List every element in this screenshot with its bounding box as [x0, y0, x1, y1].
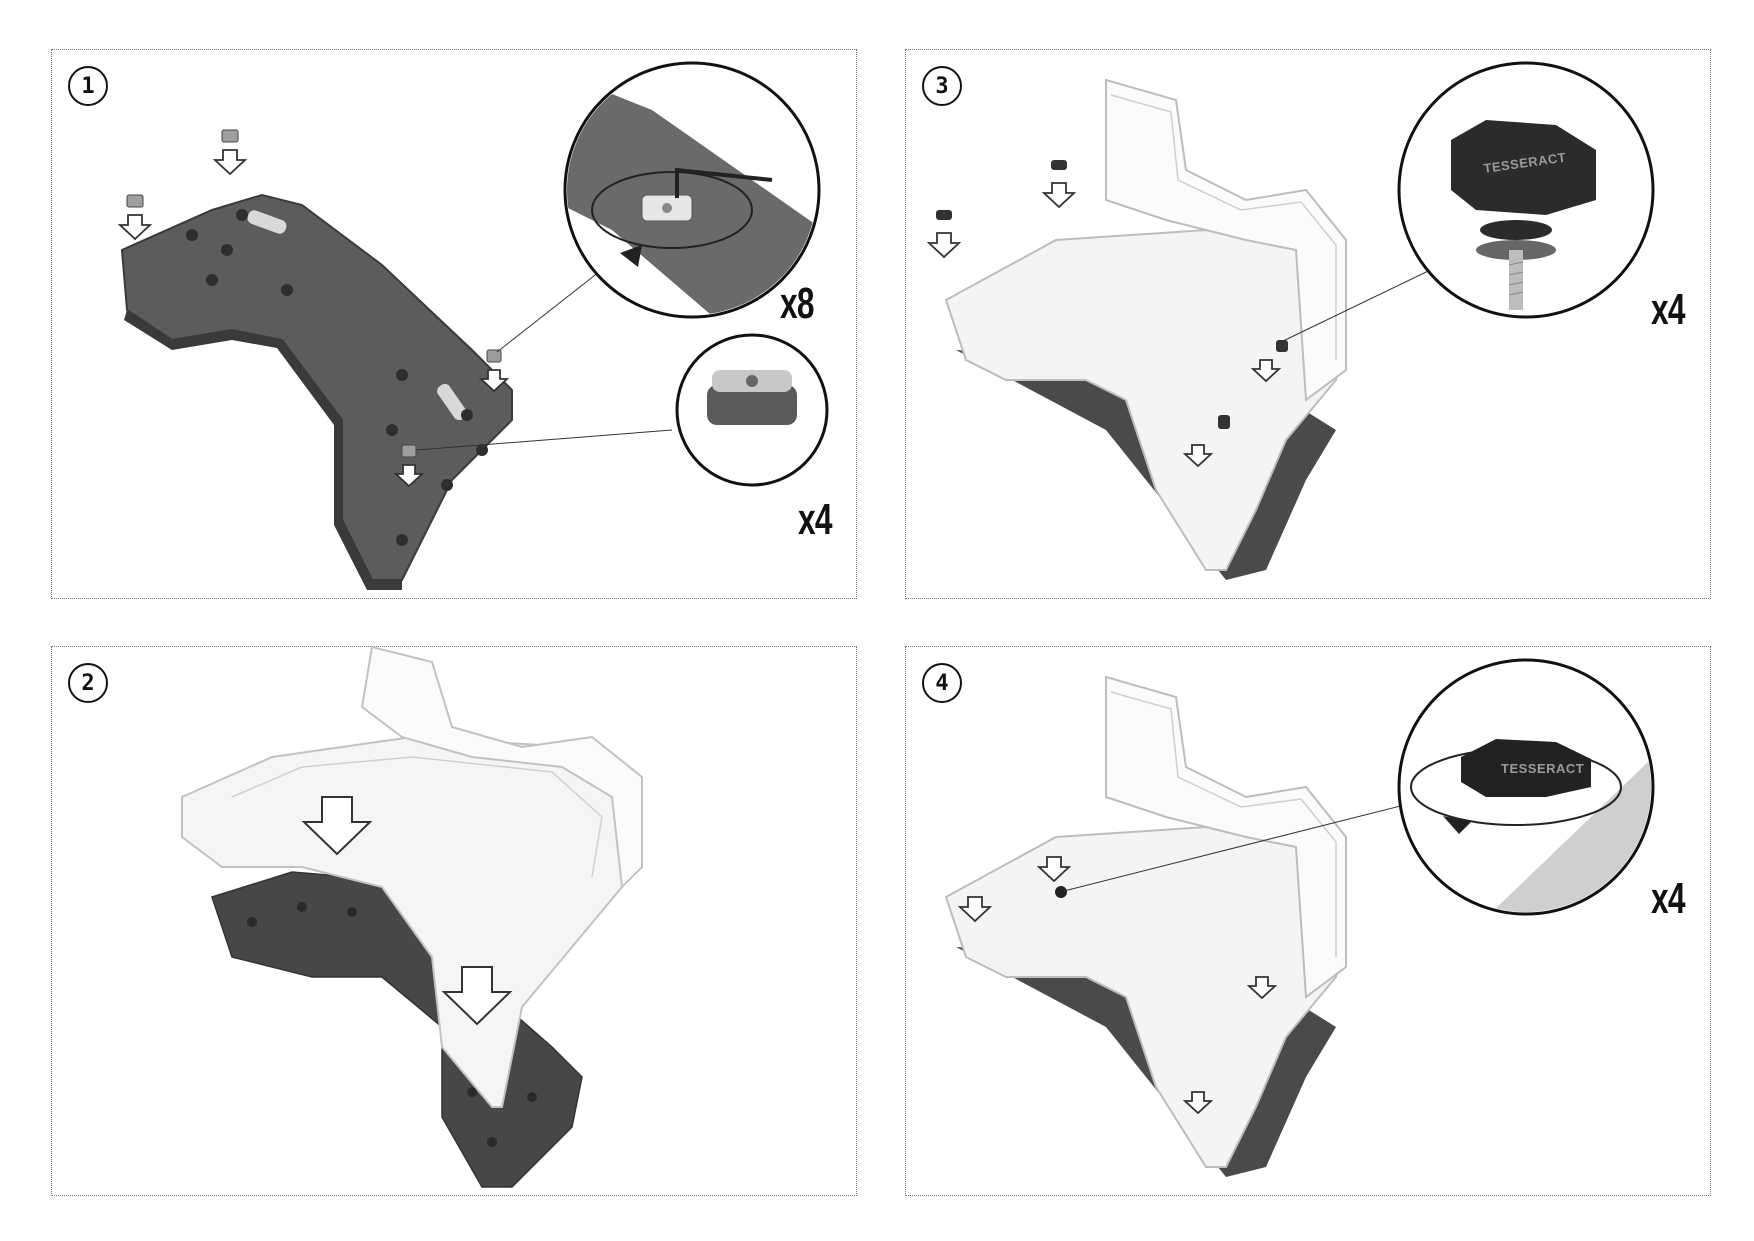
- quantity-label: x8: [780, 279, 815, 328]
- step-4-panel: 4 TESSERACT x4: [905, 646, 1711, 1196]
- quantity-label: x4: [1651, 285, 1686, 334]
- down-arrow-icon: [117, 149, 510, 488]
- step-2-panel: 2: [51, 645, 857, 1196]
- case-lid: [1105, 675, 1347, 999]
- step-number-badge: 4: [922, 663, 962, 703]
- case-base: [181, 735, 634, 1108]
- knob-tightening-illustration: TESSERACT: [944, 658, 1655, 1177]
- brand-mark: TESSERACT: [1501, 761, 1584, 776]
- knob-icon: [1461, 739, 1591, 797]
- down-arrow-icon: [926, 182, 1282, 468]
- quantity-label: x4: [1651, 874, 1686, 923]
- mounting-plate-illustration: [117, 61, 829, 590]
- knob-icon: [1451, 120, 1596, 215]
- step-number-badge: 1: [68, 66, 108, 106]
- case-knob-illustration: TESSERACT: [926, 61, 1655, 580]
- step-3-panel: 3 TESSERACT x4: [905, 49, 1711, 599]
- down-arrow-icon: [957, 856, 1278, 1115]
- down-arrow-icon: [301, 796, 513, 1026]
- step-number-badge: 3: [922, 66, 962, 106]
- step-1-panel: 1: [51, 49, 857, 599]
- nut-icon: [126, 129, 502, 458]
- case-lid: [1105, 78, 1347, 402]
- case-lid: [360, 645, 643, 890]
- quantity-label: x4: [798, 495, 833, 544]
- step-number-badge: 2: [68, 663, 108, 703]
- case-on-plate-illustration: [181, 645, 643, 1188]
